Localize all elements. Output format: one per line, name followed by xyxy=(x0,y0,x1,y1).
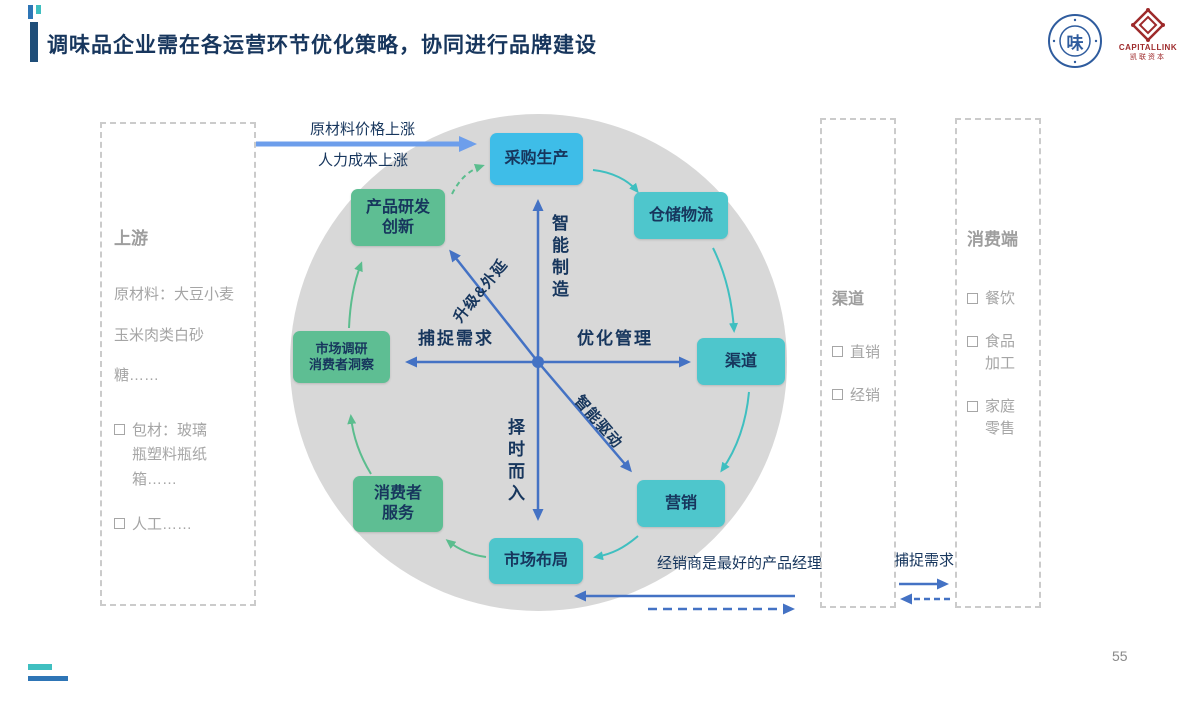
upstream-panel-title: 上游 xyxy=(114,229,148,248)
title-accent-bar xyxy=(30,22,38,62)
checkbox-bullet-icon xyxy=(114,423,125,435)
axis-label-timing-entry: 择时而入 xyxy=(505,418,524,506)
node-procurement: 采购生产 xyxy=(490,133,583,185)
page-title: 调味品企业需在各运营环节优化策略，协同进行品牌建设 xyxy=(47,34,597,57)
bottom-left-deco-teal xyxy=(28,664,52,670)
upstream-item-label: 人工…… xyxy=(132,515,193,533)
annotation-labor-cost: 人力成本上涨 xyxy=(318,152,409,169)
upstream-raw-materials-text: 原材料：大豆小麦玉米肉类白砂糖…… xyxy=(114,286,235,384)
node-product-rnd: 产品研发 创新 xyxy=(351,189,445,246)
annotation-raw-material-price: 原材料价格上涨 xyxy=(310,121,416,138)
capitallink-wordmark: CAPITALLINK xyxy=(1118,43,1178,52)
consumer-item-household-retail: 家庭零售 xyxy=(967,396,1029,441)
channel-panel: 渠道 直销 经销 xyxy=(820,118,896,608)
node-marketing: 营销 xyxy=(637,480,725,527)
axis-label-capture-demand: 捕捉需求 xyxy=(418,329,494,348)
capitallink-knot-icon xyxy=(1131,8,1165,42)
capitallink-chinese-name: 凯联资本 xyxy=(1130,54,1166,61)
association-seal-logo: 味 xyxy=(1046,12,1104,70)
capitallink-logo: CAPITALLINK 凯联资本 xyxy=(1112,8,1184,62)
channel-item-label: 直销 xyxy=(850,344,881,361)
checkbox-bullet-icon xyxy=(967,400,978,412)
consumer-panel: 消费端 餐饮 食品加工 家庭零售 xyxy=(955,118,1041,608)
consumer-item-catering: 餐饮 xyxy=(967,288,1029,311)
channel-panel-title: 渠道 xyxy=(832,291,865,308)
upstream-item-label: 包材：玻璃瓶塑料瓶纸箱…… xyxy=(132,421,208,489)
node-market-research: 市场调研 消费者洞察 xyxy=(293,331,390,383)
top-left-deco-blue xyxy=(28,5,33,19)
checkbox-bullet-icon xyxy=(967,335,978,347)
node-label: 营销 xyxy=(664,494,697,512)
consumer-item-label: 餐饮 xyxy=(985,290,1016,307)
seal-center-character: 味 xyxy=(1066,33,1084,53)
checkbox-bullet-icon xyxy=(967,293,978,304)
consumer-item-label: 家庭零售 xyxy=(985,397,1016,438)
consumer-item-label: 食品加工 xyxy=(985,332,1016,373)
checkbox-bullet-icon xyxy=(114,517,125,529)
node-channel: 渠道 xyxy=(697,338,785,385)
node-label-line1: 产品研发 xyxy=(365,198,430,216)
upstream-item-packaging: 包材：玻璃瓶塑料瓶纸箱…… xyxy=(114,419,242,493)
channel-item-distribution: 经销 xyxy=(832,384,884,405)
node-label-line1: 市场调研 xyxy=(315,340,368,356)
seal-logo-rings xyxy=(1048,14,1102,68)
page-number: 55 xyxy=(1112,648,1128,664)
top-left-deco-teal xyxy=(36,5,41,14)
axis-label-optimize-management: 优化管理 xyxy=(577,329,653,348)
node-market-layout: 市场布局 xyxy=(489,538,583,584)
node-label-line1: 消费者 xyxy=(373,485,422,502)
node-consumer-service: 消费者 服务 xyxy=(353,476,443,532)
node-label: 采购生产 xyxy=(504,150,569,167)
annotation-capture-demand: 捕捉需求 xyxy=(894,552,955,569)
bottom-left-deco-blue xyxy=(28,676,68,681)
consumer-item-food-processing: 食品加工 xyxy=(967,331,1029,376)
channel-item-label: 经销 xyxy=(850,387,881,404)
annotation-distributor-note: 经销商是最好的产品经理 xyxy=(657,555,823,572)
node-label-line2: 创新 xyxy=(381,218,414,236)
upstream-panel: 上游 原材料：大豆小麦玉米肉类白砂糖…… 包材：玻璃瓶塑料瓶纸箱…… 人工…… xyxy=(100,122,256,606)
node-label-line2: 服务 xyxy=(381,505,414,522)
consumer-panel-title: 消费端 xyxy=(967,230,1018,249)
node-label: 渠道 xyxy=(724,352,757,370)
checkbox-bullet-icon xyxy=(832,346,843,357)
node-label: 仓储物流 xyxy=(648,206,713,224)
node-warehouse-logistics: 仓储物流 xyxy=(634,192,728,239)
channel-item-direct: 直销 xyxy=(832,341,884,362)
checkbox-bullet-icon xyxy=(832,389,843,400)
axis-label-smart-manufacturing: 智能制造 xyxy=(549,214,568,302)
upstream-item-labor: 人工…… xyxy=(114,513,242,538)
node-label-line2: 消费者洞察 xyxy=(308,357,374,372)
node-label: 市场布局 xyxy=(503,552,568,569)
